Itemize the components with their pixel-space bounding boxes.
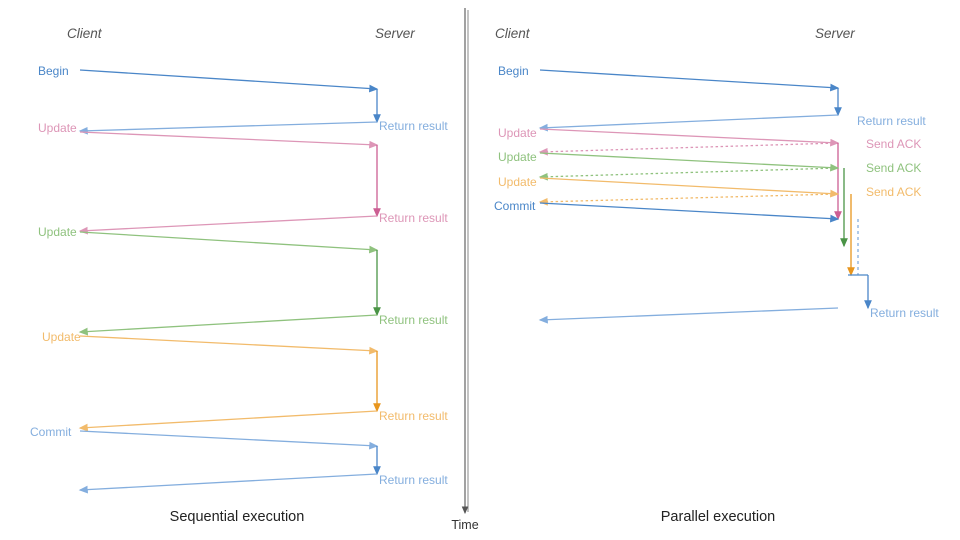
sequential-commit-request-arrow [79,430,379,450]
sequential-update3-request-label: Update [42,330,81,344]
sequential-update2-return-label: Return result [379,313,448,327]
sequential-update3-return-label: Return result [379,409,448,423]
parallel-ack3-arrow [538,193,839,206]
sequential-update1-request-label: Update [38,121,77,135]
sequential-update3-return-arrow [78,410,378,432]
parallel-ack2-arrow [538,167,839,181]
parallel-begin-return-arrow [538,114,839,132]
time-axis-label: Time [451,518,478,532]
sequential-update2-return-arrow [78,314,378,336]
sequential-caption: Sequential execution [170,509,305,525]
client-role-label: Client [67,26,103,41]
parallel-update3-request-arrow [539,177,840,198]
parallel-ack3-label: Send ACK [866,185,921,199]
parallel-caption: Parallel execution [661,509,775,525]
parallel-ack1-arrow [538,142,839,156]
parallel-update2-request-label: Update [498,150,537,164]
sequential-update1-request-arrow [79,131,379,149]
parallel-begin-request-label: Begin [498,64,529,78]
parallel-ack2-label: Send ACK [866,161,921,175]
sequential-update2-request-label: Update [38,225,77,239]
parallel-update3-request-label: Update [498,175,537,189]
sequential-update3-request-arrow [79,335,379,355]
sequential-update1-return-arrow [78,215,378,235]
parallel-begin-return-label: Return result [857,114,926,128]
parallel-commit-request-label: Commit [494,199,536,213]
client-role-label: Client [495,26,531,41]
parallel-commit-return-arrow [538,307,839,324]
parallel-update1-request-label: Update [498,126,537,140]
sequential-commit-return-arrow [78,473,378,494]
sequential-begin-return-arrow [78,121,378,135]
parallel-commit-request-arrow [539,202,840,223]
parallel-update2-request-arrow [539,152,840,172]
arrow-layer [78,8,872,515]
sequential-update1-return-label: Return result [379,211,448,225]
server-role-label: Server [815,26,855,41]
parallel-commit-return-label: Return result [870,306,939,320]
parallel-begin-request-arrow [539,69,840,92]
sequential-begin-request-arrow [79,69,379,93]
parallel-update1-request-arrow [539,128,840,147]
parallel-ack1-label: Send ACK [866,137,921,151]
sequential-commit-return-label: Return result [379,473,448,487]
server-role-label: Server [375,26,415,41]
sequential-update2-request-arrow [79,231,379,254]
sequential-begin-return-label: Return result [379,119,448,133]
sequential-commit-request-label: Commit [30,425,72,439]
sequential-begin-request-label: Begin [38,64,69,78]
